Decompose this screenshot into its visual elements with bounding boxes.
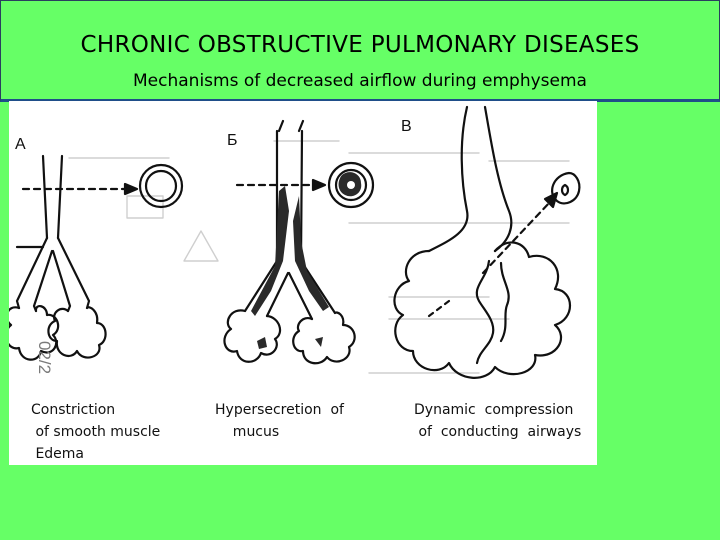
caption-line: of smooth muscle <box>31 424 161 440</box>
panel-c-arrowhead <box>543 191 559 209</box>
panel-b-airway <box>223 119 375 365</box>
panel-c-airway <box>393 105 581 379</box>
panel-b-letter: Б <box>227 132 238 149</box>
background-bleed <box>68 140 570 374</box>
page-title: CHRONIC OBSTRUCTIVE PULMONARY DISEASES <box>80 32 640 58</box>
date-watermark: 02/2 <box>35 341 54 374</box>
panel-c-arrow-secondary <box>427 299 451 318</box>
caption-line: mucus <box>215 424 280 440</box>
caption-constriction: Constriction of smooth muscle Edema <box>31 399 161 465</box>
caption-hypersecretion: Hypersecretion of mucus <box>215 399 344 443</box>
airway-diagram: A Б В 02/2 Constriction of smooth muscle… <box>9 101 597 465</box>
page-subtitle: Mechanisms of decreased airflow during e… <box>133 71 587 91</box>
caption-line: Hypersecretion of <box>215 402 344 418</box>
panel-b-arrowhead <box>311 178 327 192</box>
panel-a-airway <box>9 154 184 361</box>
panel-a-arrowhead <box>123 182 139 196</box>
caption-line: of conducting airways <box>414 424 582 440</box>
panel-a-letter: A <box>15 136 26 153</box>
panel-c-letter: В <box>401 118 412 135</box>
caption-dynamic-compression: Dynamic compression of conducting airway… <box>414 399 582 443</box>
panel-c-arrow <box>481 199 553 275</box>
panel-b-lumen <box>347 181 355 189</box>
caption-line: Edema <box>31 446 85 462</box>
header-bar <box>0 0 720 102</box>
caption-line: Dynamic compression <box>414 402 574 418</box>
caption-line: Constriction <box>31 402 116 418</box>
diagram-drawing: A Б В 02/2 <box>9 105 581 379</box>
